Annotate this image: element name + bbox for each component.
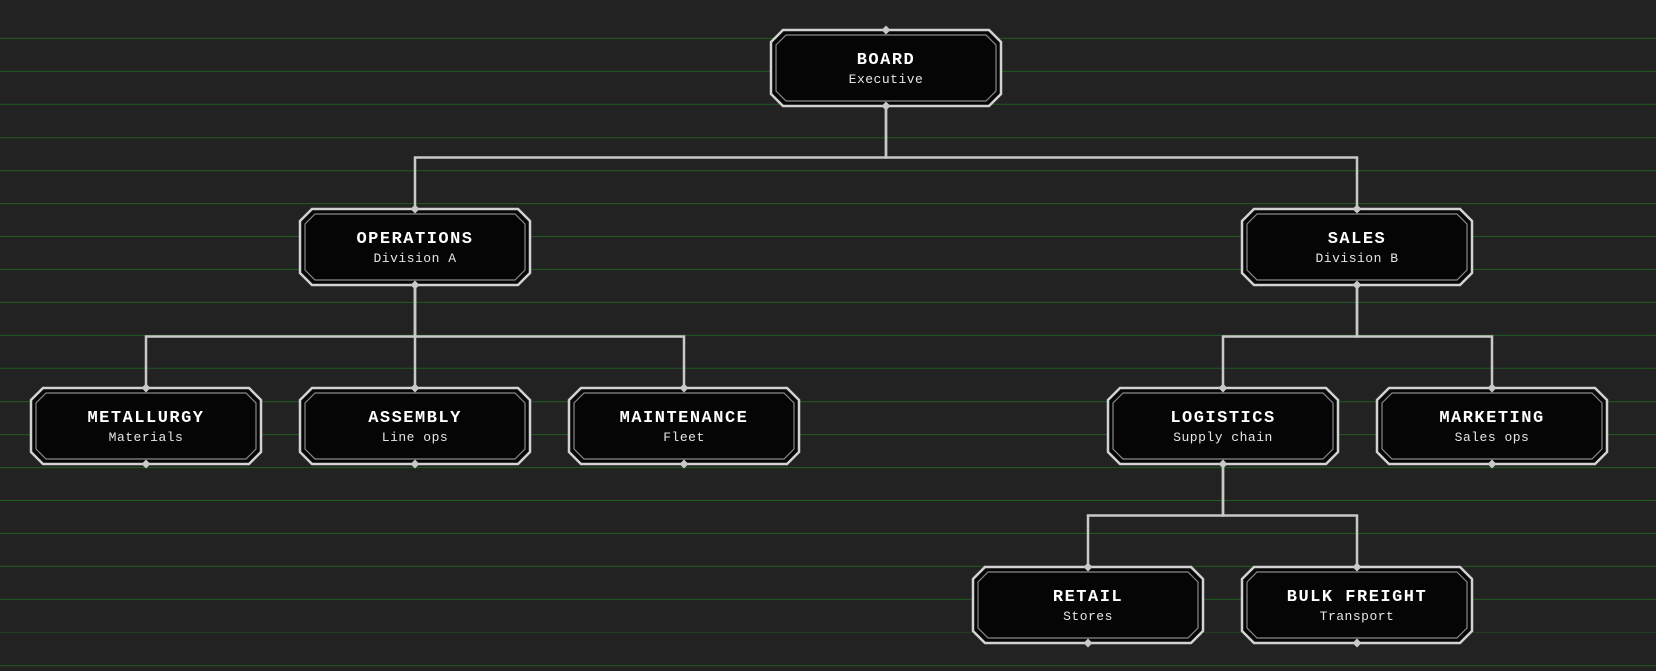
node-frame [298,386,532,466]
output-port [1352,280,1362,290]
node-subtitle: Supply chain [1173,430,1273,445]
node-frame [1375,386,1609,466]
connector-sales-marketing [1355,285,1494,388]
node-retail[interactable]: RETAIL Stores [971,562,1205,648]
node-frame [1240,565,1474,645]
input-port [141,383,151,393]
node-title: LOGISTICS [1170,409,1275,428]
input-port [1352,204,1362,214]
node-frame-inner [573,392,795,460]
node-subtitle: Division A [373,251,456,266]
output-port [881,101,891,111]
input-port [1487,383,1497,393]
node-title: MAINTENANCE [620,409,749,428]
node-title: SALES [1328,230,1387,249]
input-port [1083,562,1093,572]
node-subtitle: Executive [849,72,924,87]
node-frame [1240,207,1474,287]
node-subtitle: Transport [1320,609,1395,624]
output-port [679,459,689,469]
node-frame-inner [1246,213,1468,281]
node-assembly[interactable]: ASSEMBLY Line ops [298,383,532,469]
node-subtitle: Fleet [663,430,705,445]
input-port [410,204,420,214]
node-frame-inner [1112,392,1334,460]
node-frame-inner [304,392,526,460]
node-frame [29,386,263,466]
node-subtitle: Line ops [382,430,448,445]
node-frame [971,565,1205,645]
node-subtitle: Materials [109,430,184,445]
node-title: BULK FREIGHT [1287,588,1427,607]
input-port [410,383,420,393]
node-title: METALLURGY [87,409,204,428]
connectors [144,106,1494,567]
node-sales[interactable]: SALES Division B [1240,204,1474,290]
node-frame-inner [775,34,997,102]
output-port [1083,638,1093,648]
node-frame [769,28,1003,108]
output-port [1218,459,1228,469]
node-frame [567,386,801,466]
connector-board-operations [413,106,888,209]
node-title: RETAIL [1053,588,1123,607]
output-port [141,459,151,469]
node-board[interactable]: BOARD Executive [769,25,1003,111]
node-title: MARKETING [1439,409,1544,428]
input-port [679,383,689,393]
node-frame-inner [1246,571,1468,639]
connector-logistics-retail [1086,464,1225,567]
node-subtitle: Stores [1063,609,1113,624]
connector-operations-maintenance [413,285,686,388]
node-operations[interactable]: OPERATIONS Division A [298,204,532,290]
input-port [1352,562,1362,572]
connector-board-sales [884,106,1359,209]
node-frame-inner [304,213,526,281]
output-port [1352,638,1362,648]
node-frame-inner [977,571,1199,639]
connector-operations-metallurgy [144,285,417,388]
node-logistics[interactable]: LOGISTICS Supply chain [1106,383,1340,469]
output-port [410,459,420,469]
input-port [881,25,891,35]
node-bulk-freight[interactable]: BULK FREIGHT Transport [1240,562,1474,648]
node-title: ASSEMBLY [368,409,462,428]
node-maintenance[interactable]: MAINTENANCE Fleet [567,383,801,469]
node-title: OPERATIONS [356,230,473,249]
node-metallurgy[interactable]: METALLURGY Materials [29,383,263,469]
input-port [1218,383,1228,393]
connector-logistics-bulk-freight [1221,464,1359,567]
node-subtitle: Sales ops [1455,430,1530,445]
node-subtitle: Division B [1315,251,1398,266]
node-frame [298,207,532,287]
node-title: BOARD [857,51,916,70]
output-port [1487,459,1497,469]
node-marketing[interactable]: MARKETING Sales ops [1375,383,1609,469]
output-port [410,280,420,290]
node-frame [1106,386,1340,466]
node-frame-inner [1381,392,1603,460]
node-frame-inner [35,392,257,460]
connector-sales-logistics [1221,285,1359,388]
